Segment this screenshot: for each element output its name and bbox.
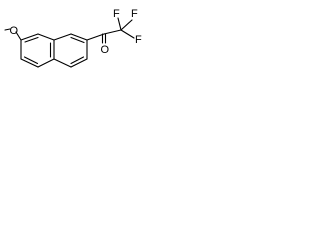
- bond-ring-b5: [53, 58, 72, 68]
- bond-carbonyl-cf3: [103, 29, 122, 35]
- bond-ring-a2: [37, 33, 55, 41]
- bond-aromatic-carbonyl: [86, 33, 105, 41]
- bond-ring-b2: [70, 33, 88, 41]
- atom-o-carbonyl: O: [101, 44, 110, 56]
- bond-ring-b-inner2: [70, 56, 85, 65]
- chemical-structure: O O F F F: [4, 8, 142, 68]
- bond-ring-a5: [20, 58, 39, 68]
- bond-cf3-f1: [117, 17, 122, 31]
- bond-methyl-o: [4, 28, 11, 31]
- atom-o-methoxy: O: [10, 25, 19, 37]
- bond-ring-b-inner1: [70, 36, 85, 44]
- atom-f-right: F: [135, 34, 142, 46]
- bond-o-aromatic: [15, 31, 22, 41]
- bond-ring-b4: [70, 58, 88, 68]
- atom-f-top-right: F: [131, 8, 138, 20]
- bond-cf3-f2: [120, 19, 133, 31]
- bond-ring-b1: [53, 33, 72, 41]
- bond-ring-a1: [20, 33, 39, 41]
- bonds: [4, 17, 135, 68]
- bond-ring-a-inner1: [24, 36, 39, 43]
- bond-ring-a-inner2: [23, 56, 39, 65]
- bond-cf3-f3: [120, 29, 135, 39]
- atom-f-top-left: F: [113, 8, 120, 20]
- bond-ring-a4: [37, 58, 55, 68]
